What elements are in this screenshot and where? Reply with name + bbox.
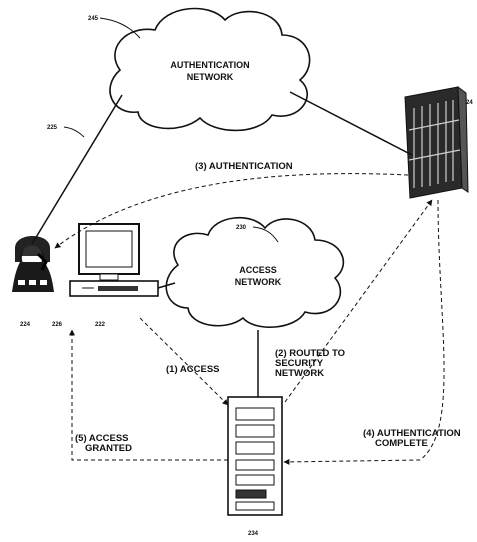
step1-arrow [139,317,229,406]
connections [31,91,413,397]
step3-arrow [54,173,409,249]
step-labels: (3) AUTHENTICATION (1) ACCESS (2) ROUTED… [75,161,461,454]
computer-icon [69,223,159,297]
step1-label: (1) ACCESS [166,364,220,375]
ref-computer: 222 [95,322,106,328]
step2-label-line3: NETWORK [275,368,324,379]
step-arrows [54,173,445,465]
access-server-icon [227,396,283,516]
step4-label-line2: COMPLETE [375,438,428,449]
step4-arrow [283,199,445,465]
authentication-server-icon [404,85,469,199]
ref-user: 224 [20,322,31,328]
computer-to-access-network-link [157,282,176,289]
user-with-phone-icon [12,236,54,292]
step4-label-line1: (4) AUTHENTICATION [363,428,461,439]
authentication-network-cloud: AUTHENTICATION NETWORK [109,7,311,132]
access-network-cloud: ACCESS NETWORK [165,216,345,328]
ref-access-server: 234 [248,531,259,537]
step2-label-line1: (2) ROUTED TO [275,348,345,359]
access-network-label-line1: ACCESS [239,265,277,275]
step5-label-line2: GRANTED [85,443,132,454]
ref-phone: 226 [52,322,63,328]
reference-leaders [63,17,279,243]
access-network-label-line2: NETWORK [235,277,282,287]
step5-arrow [69,329,228,461]
auth-network-label-line2: NETWORK [187,72,234,82]
auth-network-to-server-link [289,91,413,156]
step5-label-line1: (5) ACCESS [75,433,129,444]
step3-label: (3) AUTHENTICATION [195,161,293,172]
user-to-auth-network-link [31,94,123,245]
ref-auth-network: 245 [88,16,99,22]
ref-access-network: 230 [236,225,247,231]
ref-user-link: 225 [47,125,58,131]
ref-auth-server: 24 [466,100,473,106]
reference-numbers: 245 24 225 230 224 226 222 234 [20,16,473,537]
step2-label-line2: SECURITY [275,358,324,369]
auth-network-label-line1: AUTHENTICATION [170,60,249,70]
